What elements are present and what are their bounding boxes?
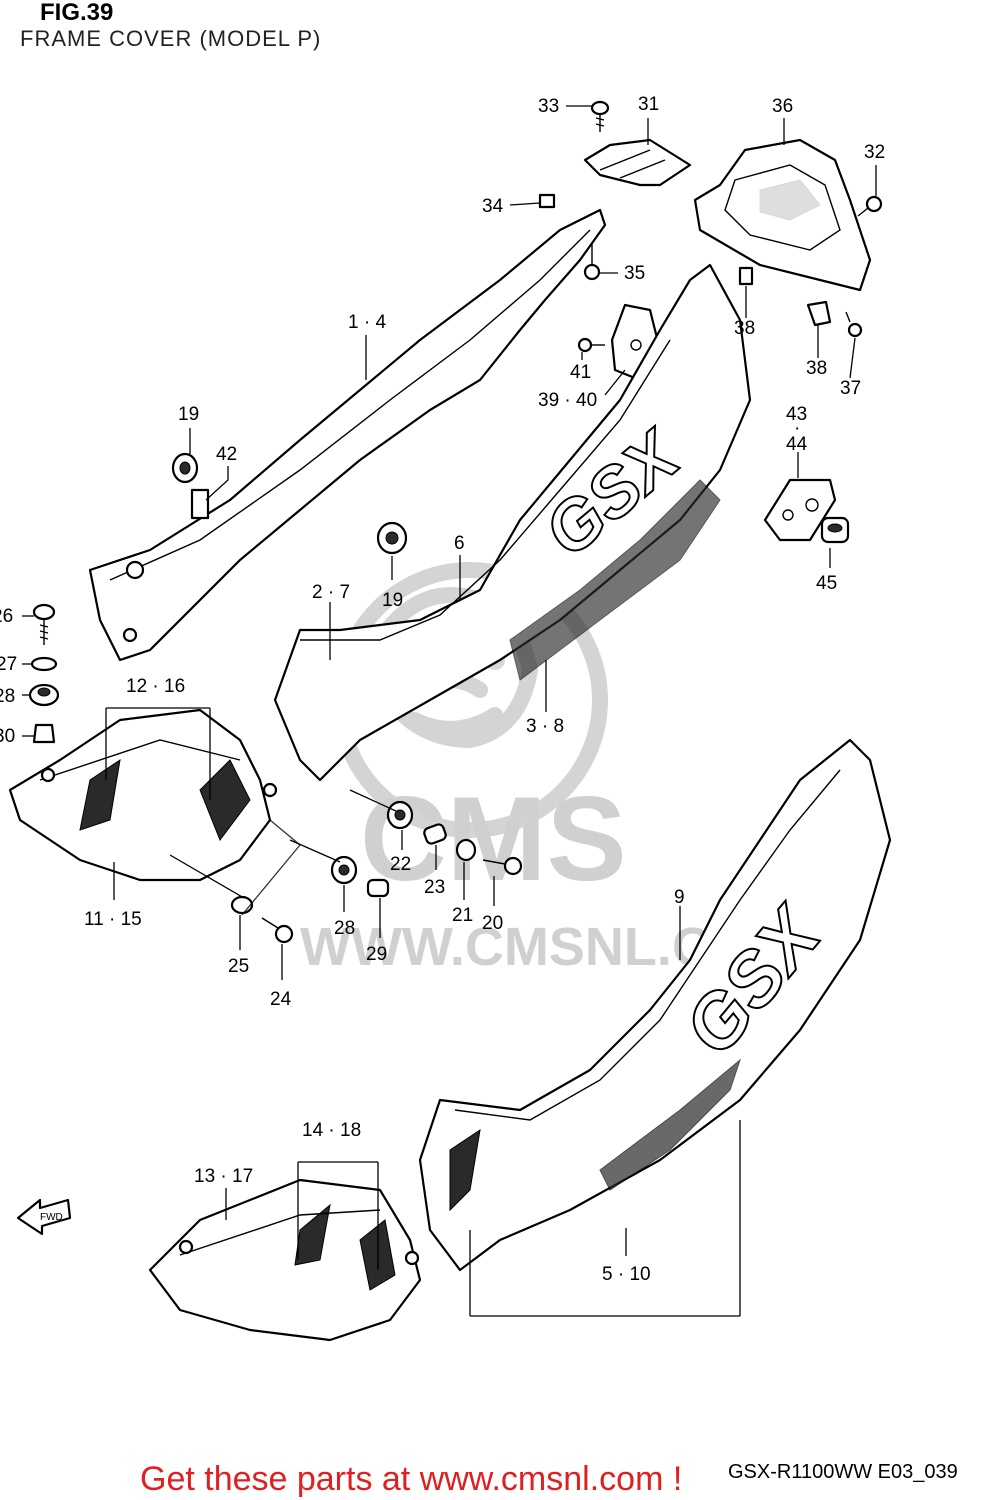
- callout-3-8: 3 · 8: [526, 716, 564, 737]
- callout-dot: ·: [794, 418, 800, 439]
- part-28-grommet-left: [28, 683, 60, 707]
- callout-13-17: 13 · 17: [194, 1166, 253, 1187]
- part-36-tail-piece: [693, 138, 872, 292]
- callout-30: 30: [0, 726, 15, 747]
- part-28-grommet: [330, 855, 358, 885]
- callout-29: 29: [366, 944, 387, 965]
- part-31-bracket: [583, 138, 692, 187]
- callout-12-16: 12 · 16: [126, 676, 185, 697]
- callout-31: 31: [638, 94, 659, 115]
- leader-lines: [22, 105, 877, 1317]
- callout-24: 24: [270, 989, 292, 1010]
- callout-11-15: 11 · 15: [84, 909, 142, 930]
- part-38-nut-b: [806, 300, 832, 327]
- part-45-collar: [820, 516, 850, 544]
- figure-subtitle: FRAME COVER (MODEL P): [20, 26, 321, 51]
- part-19-grommet-b-hole: [385, 531, 399, 545]
- callout-21: 21: [452, 905, 473, 926]
- callout-42: 42: [216, 444, 237, 465]
- callout-37: 37: [840, 378, 861, 399]
- callout-6: 6: [454, 533, 465, 554]
- callout-28-b: 28: [334, 918, 355, 939]
- callout-20: 20: [482, 913, 503, 934]
- part-37-screw: [845, 311, 863, 338]
- callout-41: 41: [570, 362, 591, 383]
- callout-38-a: 38: [734, 318, 755, 339]
- part-29-collar: [366, 878, 390, 898]
- model-code: GSX-R1100WW E03_039: [728, 1461, 958, 1483]
- callout-1-4: 1 · 4: [348, 312, 386, 333]
- callout-25: 25: [228, 956, 249, 977]
- callout-26: 26: [0, 606, 13, 627]
- callout-14-18: 14 · 18: [302, 1120, 361, 1141]
- callout-19-a: 19: [178, 404, 199, 425]
- callout-9: 9: [674, 887, 685, 908]
- part-22-grommet: [386, 800, 414, 830]
- callout-45: 45: [816, 573, 837, 594]
- callout-28-a: 28: [0, 686, 15, 707]
- part-42-label: [190, 488, 210, 520]
- part-41-bolt: [577, 337, 605, 353]
- callout-36: 36: [772, 96, 793, 117]
- part-1-4-frame-cover: [88, 208, 607, 662]
- part-11-15-lower-cover: [8, 708, 278, 882]
- part-26-screw: [32, 603, 56, 645]
- callout-33: 33: [538, 96, 559, 117]
- callout-22: 22: [390, 854, 411, 875]
- part-27-washer: [30, 656, 58, 672]
- callout-39-40: 39 · 40: [538, 390, 597, 411]
- callout-19-b: 19: [382, 590, 403, 611]
- part-13-17-lower-cover: [148, 1178, 422, 1342]
- part-33-screw: [590, 100, 610, 132]
- part-21-washer: [455, 838, 477, 862]
- callout-27: 27: [0, 654, 17, 675]
- watermark-brand: CMS: [360, 772, 627, 906]
- callout-labels: 33 31 36 32 34 35 1 · 4 38 38 41 39 · 40…: [0, 94, 885, 1285]
- callout-43-44: 43 · 44: [786, 404, 812, 455]
- figure-title: FIG.39: [40, 0, 113, 26]
- callout-34: 34: [482, 196, 504, 217]
- part-24-screw: [261, 917, 294, 944]
- part-30-collar: [32, 723, 56, 744]
- part-34-clip: [538, 193, 556, 209]
- part-25-grommet: [230, 895, 254, 915]
- fwd-arrow: FWD: [16, 1198, 72, 1236]
- part-23-collar: [423, 823, 447, 845]
- promo-link[interactable]: Get these parts at www.cmsnl.com !: [140, 1460, 682, 1498]
- callout-5-10: 5 · 10: [602, 1264, 651, 1285]
- callout-32: 32: [864, 142, 885, 163]
- part-20-bolt: [482, 856, 523, 876]
- callout-38-b: 38: [806, 358, 827, 379]
- part-3-8-side-cover: GSX: [273, 263, 752, 782]
- callout-44: 44: [786, 434, 808, 455]
- callout-2-7: 2 · 7: [312, 582, 350, 603]
- fwd-label: FWD: [40, 1212, 63, 1223]
- part-19-grommet-a-hole: [179, 461, 191, 475]
- callout-35: 35: [624, 263, 645, 284]
- part-43-44-cushion: [763, 478, 837, 542]
- callout-23: 23: [424, 877, 445, 898]
- part-32-bolt: [857, 195, 883, 217]
- part-38-nut-a: [738, 266, 754, 286]
